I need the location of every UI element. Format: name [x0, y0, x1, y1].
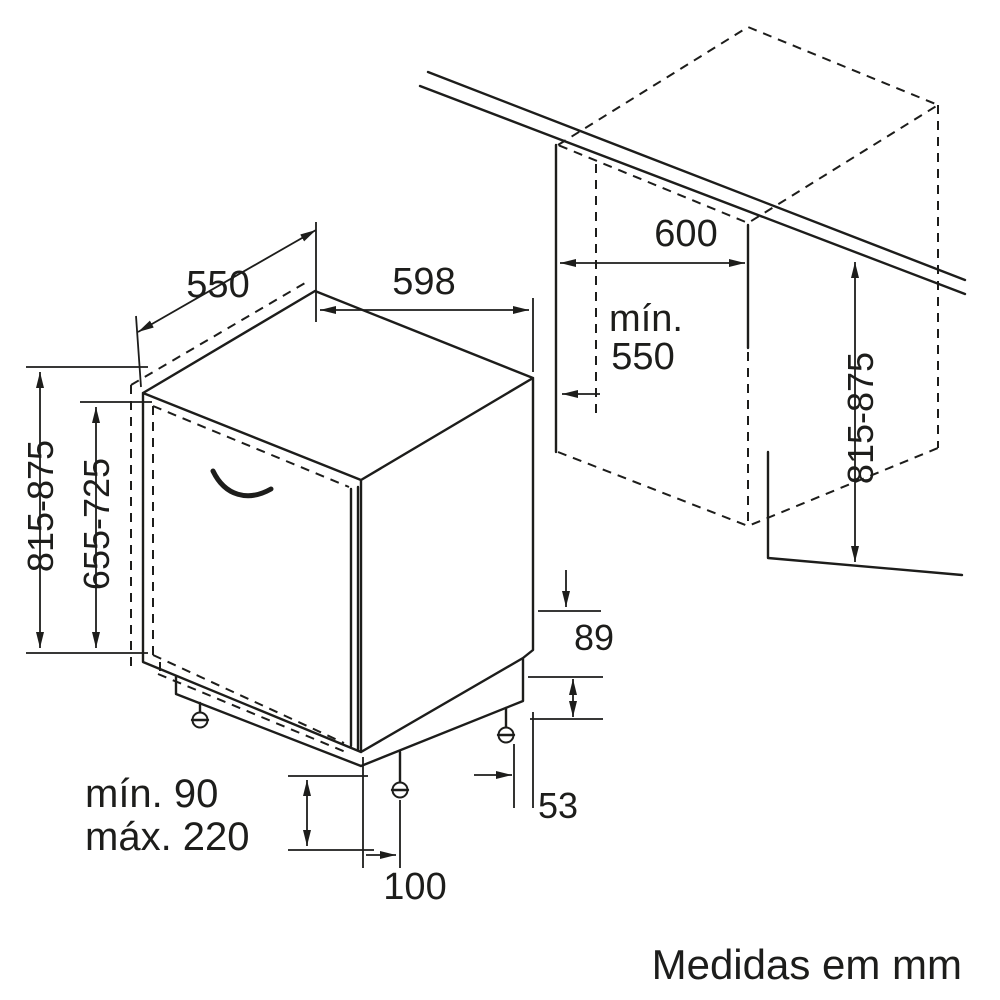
appliance-top-face [143, 291, 533, 480]
dim-label-step-height: 89 [574, 617, 614, 658]
appliance-hidden-lines [130, 282, 350, 754]
dim-label-niche-height: 815-875 [840, 352, 881, 484]
appliance-drawing [130, 282, 535, 799]
dim-label-foot-setback: 100 [383, 866, 446, 908]
dim-label-plinth-max: máx. 220 [85, 815, 250, 859]
feet-ticks [190, 718, 516, 792]
niche-visible-edges [554, 143, 964, 577]
door-handle-icon [210, 468, 274, 499]
dim-label-niche-depth-prefix: mín. [609, 298, 683, 340]
dim-label-plinth-min: mín. 90 [85, 772, 218, 816]
dim-line-depth-550 [137, 229, 317, 333]
dim-label-niche-width: 600 [654, 213, 717, 255]
countertop-lines [418, 70, 967, 296]
units-note: Medidas em mm [652, 941, 962, 988]
dim-label-side-offset: 53 [538, 785, 578, 826]
appliance-outline [141, 289, 535, 768]
niche-hidden-edges [557, 26, 939, 527]
feet-stems [198, 701, 508, 785]
appliance-feet [190, 701, 516, 799]
dimension-extension-lines [26, 222, 603, 868]
dimension-lines [36, 229, 859, 859]
dim-label-door-height: 655-725 [76, 458, 117, 590]
dim-label-depth: 550 [186, 264, 249, 306]
niche-drawing [418, 26, 967, 577]
dim-label-overall-height: 815-875 [20, 440, 61, 572]
dim-label-niche-depth-value: 550 [611, 336, 674, 378]
dim-label-width: 598 [392, 261, 455, 303]
